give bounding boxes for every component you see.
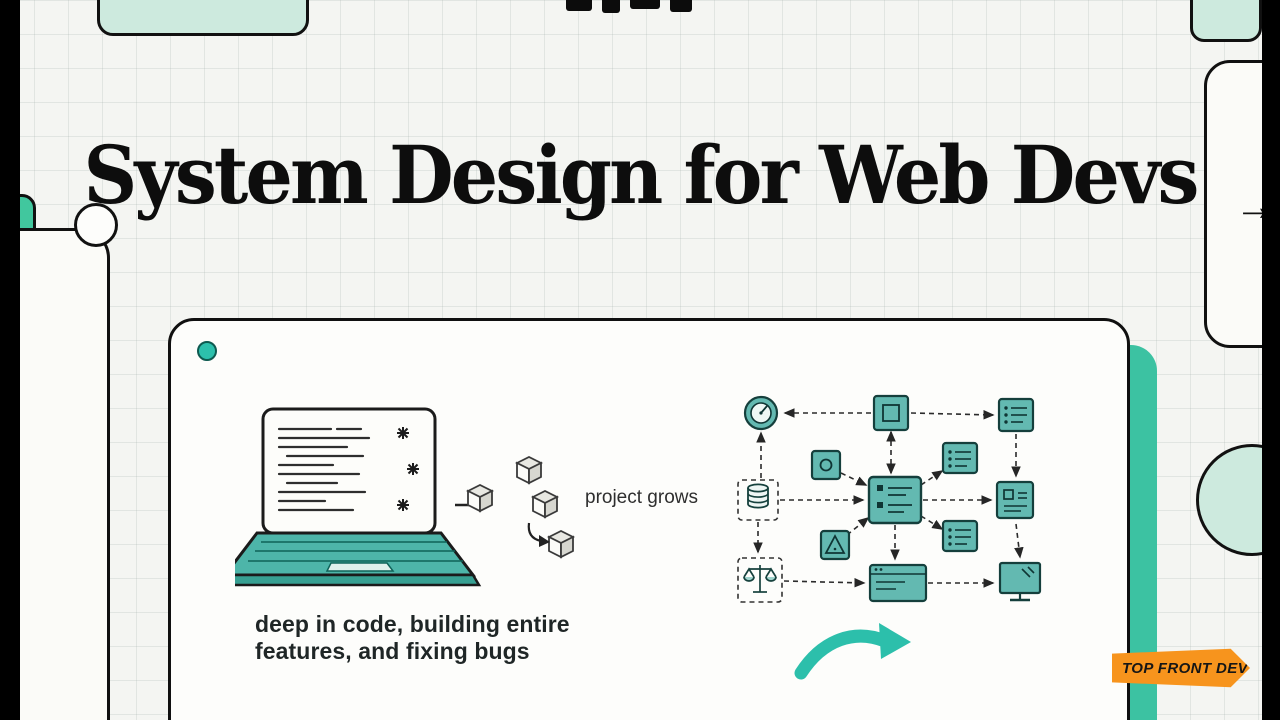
bug-icon: [397, 427, 419, 511]
cubes-cluster: [465, 455, 576, 559]
list-icon: [941, 519, 979, 553]
curved-teal-arrow-icon: [793, 615, 918, 693]
caption-line-2: features, and fixing bugs: [255, 638, 530, 664]
code-lines-icon: [277, 427, 371, 512]
laptop-touchpad: [325, 562, 395, 572]
laptop-illustration: [216, 405, 485, 600]
teal-dot-icon: [197, 341, 217, 361]
monitor-icon: [998, 561, 1042, 602]
caption-line-1: deep in code, building entire: [255, 611, 570, 637]
system-diagram-svg: [737, 394, 1042, 603]
glyph-fragment: [566, 0, 592, 11]
caption-text: deep in code, building entire features, …: [255, 611, 595, 665]
channel-badge: TOP FRONT DEV: [1112, 648, 1250, 688]
glyph-fragment: [670, 0, 692, 12]
glyph-fragment: [602, 0, 620, 13]
curved-teal-arrow-svg: [794, 623, 911, 680]
browser-window-icon: [868, 563, 928, 603]
system-diagram: [723, 385, 1068, 617]
mint-rounded-rect-top-right: [1190, 0, 1262, 42]
laptop-screen: [261, 407, 437, 535]
mint-rounded-rect-top-left: [97, 0, 309, 36]
service-list-icon: [867, 475, 923, 525]
warning-triangle-icon: [819, 529, 851, 561]
cube-icon: [455, 455, 576, 559]
module-grid-icon: [995, 480, 1035, 520]
list-icon: [997, 397, 1035, 433]
cropped-top-text-fragments: [566, 0, 692, 13]
letterbox-bar-left: [0, 0, 20, 720]
laptop-front-edge: [216, 573, 482, 587]
glyph-fragment: [630, 0, 660, 9]
white-circle-left-edge: [74, 203, 118, 247]
widget-icon: [810, 449, 842, 481]
list-icon: [941, 441, 979, 475]
module-cubes-illustration: [451, 443, 601, 573]
laptop-icon: [216, 407, 482, 587]
project-grows-label: project grows: [585, 487, 698, 508]
keyboard-rows: [248, 541, 463, 562]
curved-small-arrow-icon: [527, 522, 550, 547]
letterbox-bar-right: [1262, 0, 1280, 720]
diagram-dashed-arrows: [753, 408, 1024, 588]
database-icon: [737, 479, 779, 521]
app-window-icon: [872, 394, 910, 432]
scales-icon: [737, 557, 783, 603]
gauge-icon: [743, 395, 779, 431]
main-card: project grows deep in code, building ent…: [168, 318, 1130, 720]
page-title: System Design for Web Devs: [83, 128, 1199, 222]
